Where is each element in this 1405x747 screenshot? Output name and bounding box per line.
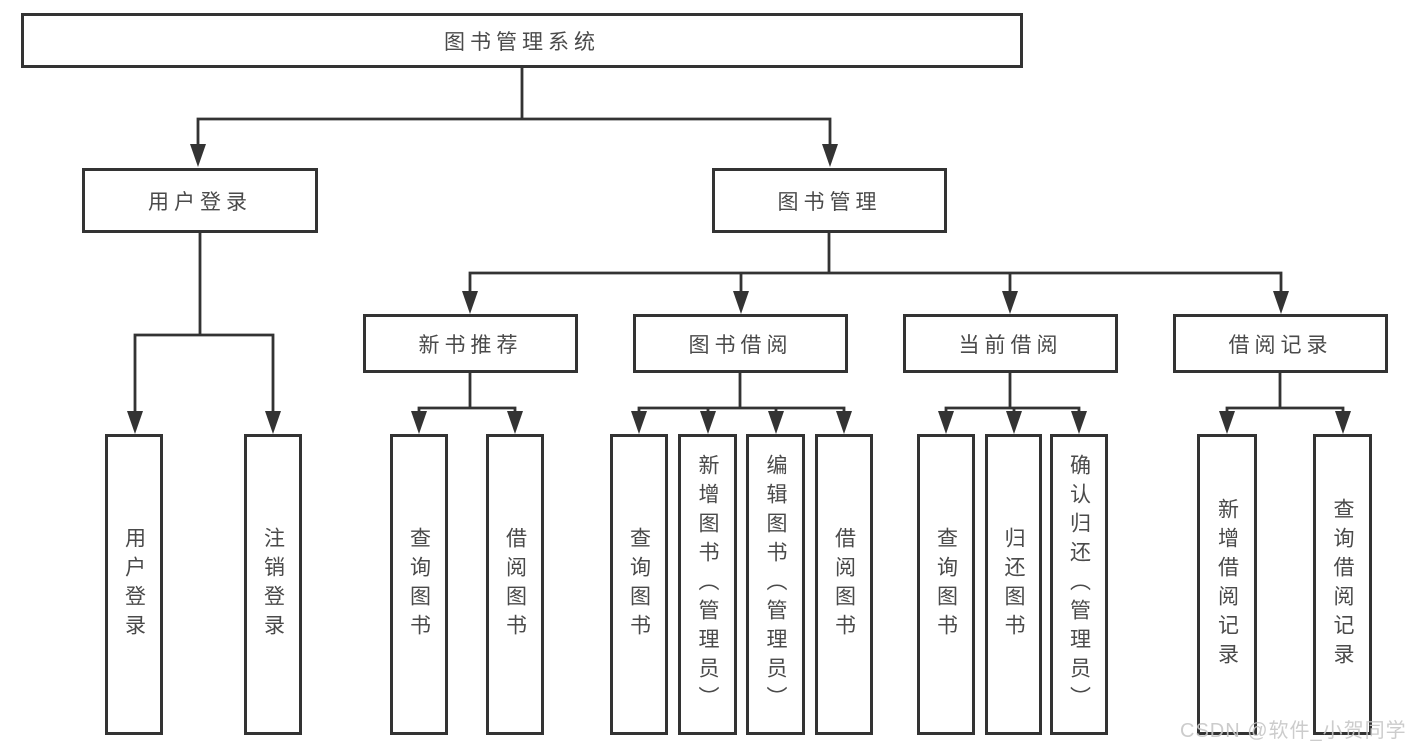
leaf-recommend-borrow-books: 借阅图书 xyxy=(486,434,544,735)
leaf-borrowing-query-books-label: 查询图书 xyxy=(627,526,651,643)
leaf-query-borrow-record-label: 查询借阅记录 xyxy=(1331,497,1355,672)
node-root: 图书管理系统 xyxy=(21,13,1023,68)
leaf-confirm-return-admin-label: 确认归还（管理员） xyxy=(1067,454,1091,715)
leaf-recommend-query-books: 查询图书 xyxy=(390,434,448,735)
leaf-logout-label: 注销登录 xyxy=(261,526,285,643)
node-new-book-recommend: 新书推荐 xyxy=(363,314,578,373)
node-new-book-recommend-label: 新书推荐 xyxy=(418,333,523,357)
node-book-management: 图书管理 xyxy=(712,168,947,233)
node-book-borrowing-label: 图书借阅 xyxy=(688,333,793,357)
node-borrow-records-label: 借阅记录 xyxy=(1228,333,1333,357)
node-user-login-label: 用户登录 xyxy=(148,190,252,214)
leaf-user-login-label: 用户登录 xyxy=(122,526,146,643)
leaf-edit-books-admin: 编辑图书（管理员） xyxy=(746,434,805,735)
leaf-user-login: 用户登录 xyxy=(105,434,163,735)
node-current-borrowing-label: 当前借阅 xyxy=(958,333,1063,357)
leaf-return-books: 归还图书 xyxy=(985,434,1042,735)
node-borrow-records: 借阅记录 xyxy=(1173,314,1388,373)
leaf-borrowing-borrow-books-label: 借阅图书 xyxy=(832,526,856,643)
node-book-management-label: 图书管理 xyxy=(777,190,882,214)
node-root-label: 图书管理系统 xyxy=(444,30,600,54)
leaf-edit-books-admin-label: 编辑图书（管理员） xyxy=(764,454,788,715)
node-user-login: 用户登录 xyxy=(82,168,318,233)
leaf-add-books-admin: 新增图书（管理员） xyxy=(678,434,737,735)
watermark: CSDN @软件_小贺同学 xyxy=(1180,720,1405,742)
leaf-confirm-return-admin: 确认归还（管理员） xyxy=(1050,434,1108,735)
leaf-borrowing-borrow-books: 借阅图书 xyxy=(815,434,873,735)
leaf-add-borrow-record: 新增借阅记录 xyxy=(1197,434,1257,735)
leaf-current-query-books-label: 查询图书 xyxy=(934,526,958,643)
node-book-borrowing: 图书借阅 xyxy=(633,314,848,373)
leaf-add-borrow-record-label: 新增借阅记录 xyxy=(1215,497,1239,672)
leaf-recommend-query-books-label: 查询图书 xyxy=(407,526,431,643)
leaf-logout: 注销登录 xyxy=(244,434,302,735)
leaf-borrowing-query-books: 查询图书 xyxy=(610,434,668,735)
leaf-recommend-borrow-books-label: 借阅图书 xyxy=(503,526,527,643)
leaf-add-books-admin-label: 新增图书（管理员） xyxy=(696,454,720,715)
leaf-return-books-label: 归还图书 xyxy=(1002,526,1026,643)
node-current-borrowing: 当前借阅 xyxy=(903,314,1118,373)
leaf-query-borrow-record: 查询借阅记录 xyxy=(1313,434,1372,735)
leaf-current-query-books: 查询图书 xyxy=(917,434,975,735)
